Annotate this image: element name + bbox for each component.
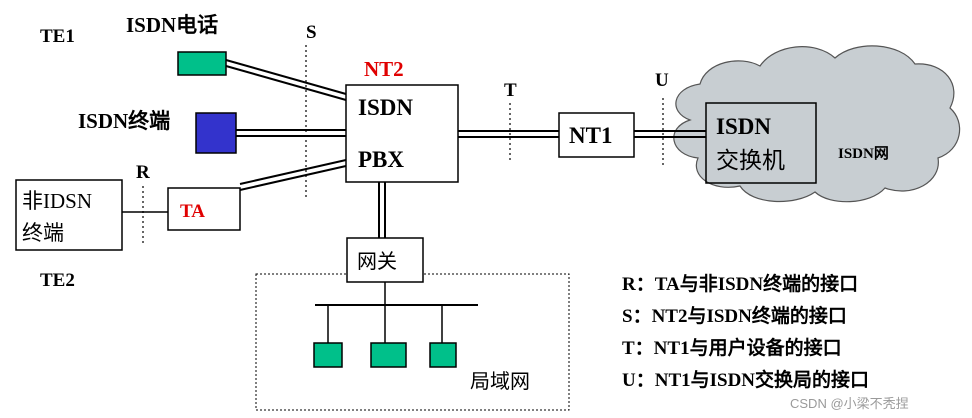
isdn-phone-device xyxy=(177,51,227,76)
legend-item-s: S：NT2与ISDN终端的接口 xyxy=(622,304,847,327)
nt1-label: NT1 xyxy=(569,123,612,148)
isdn-phone-label: ISDN电话 xyxy=(126,13,218,37)
gateway-box xyxy=(346,237,424,283)
gateway-label: 网关 xyxy=(357,250,397,273)
nt1-box xyxy=(558,112,635,158)
lan-node xyxy=(370,342,407,368)
nt2-label: NT2 xyxy=(364,57,404,81)
exchange-box xyxy=(705,102,817,184)
exchange-label-line1: ISDN xyxy=(716,114,771,139)
lan-node xyxy=(313,342,343,368)
te2-label: TE2 xyxy=(40,270,75,291)
r-point-label: R xyxy=(136,162,150,183)
non-isdn-terminal-box xyxy=(15,179,123,251)
te1-label: TE1 xyxy=(40,26,75,47)
lan-node xyxy=(429,342,457,368)
isdn-terminal-label: ISDN终端 xyxy=(78,109,170,133)
non-isdn-label-line2: 终端 xyxy=(22,221,64,245)
watermark: CSDN @小梁不秃捏 xyxy=(790,396,909,411)
reference-point-markers xyxy=(142,45,664,245)
isdn-network-label: ISDN网 xyxy=(838,145,889,162)
non-isdn-label-line1: 非IDSN xyxy=(22,189,92,213)
lan-label: 局域网 xyxy=(470,370,530,393)
isdn-terminal-device xyxy=(195,112,237,154)
ta-label: TA xyxy=(180,201,205,222)
ta-box xyxy=(167,187,241,231)
legend-item-t: T：NT1与用户设备的接口 xyxy=(622,336,842,359)
pbx-box xyxy=(345,84,459,183)
pbx-label-line2: PBX xyxy=(358,147,404,172)
legend-item-r: R：TA与非ISDN终端的接口 xyxy=(622,272,858,295)
t-point-label: T xyxy=(504,80,517,101)
u-point-label: U xyxy=(655,70,669,91)
exchange-label-line2: 交换机 xyxy=(716,148,785,173)
legend: R：TA与非ISDN终端的接口 S：NT2与ISDN终端的接口 T：NT1与用户… xyxy=(622,272,869,391)
s-point-label: S xyxy=(306,22,317,43)
legend-item-u: U：NT1与ISDN交换局的接口 xyxy=(622,368,869,391)
connection-lines xyxy=(122,59,706,343)
pbx-label-line1: ISDN xyxy=(358,95,413,120)
